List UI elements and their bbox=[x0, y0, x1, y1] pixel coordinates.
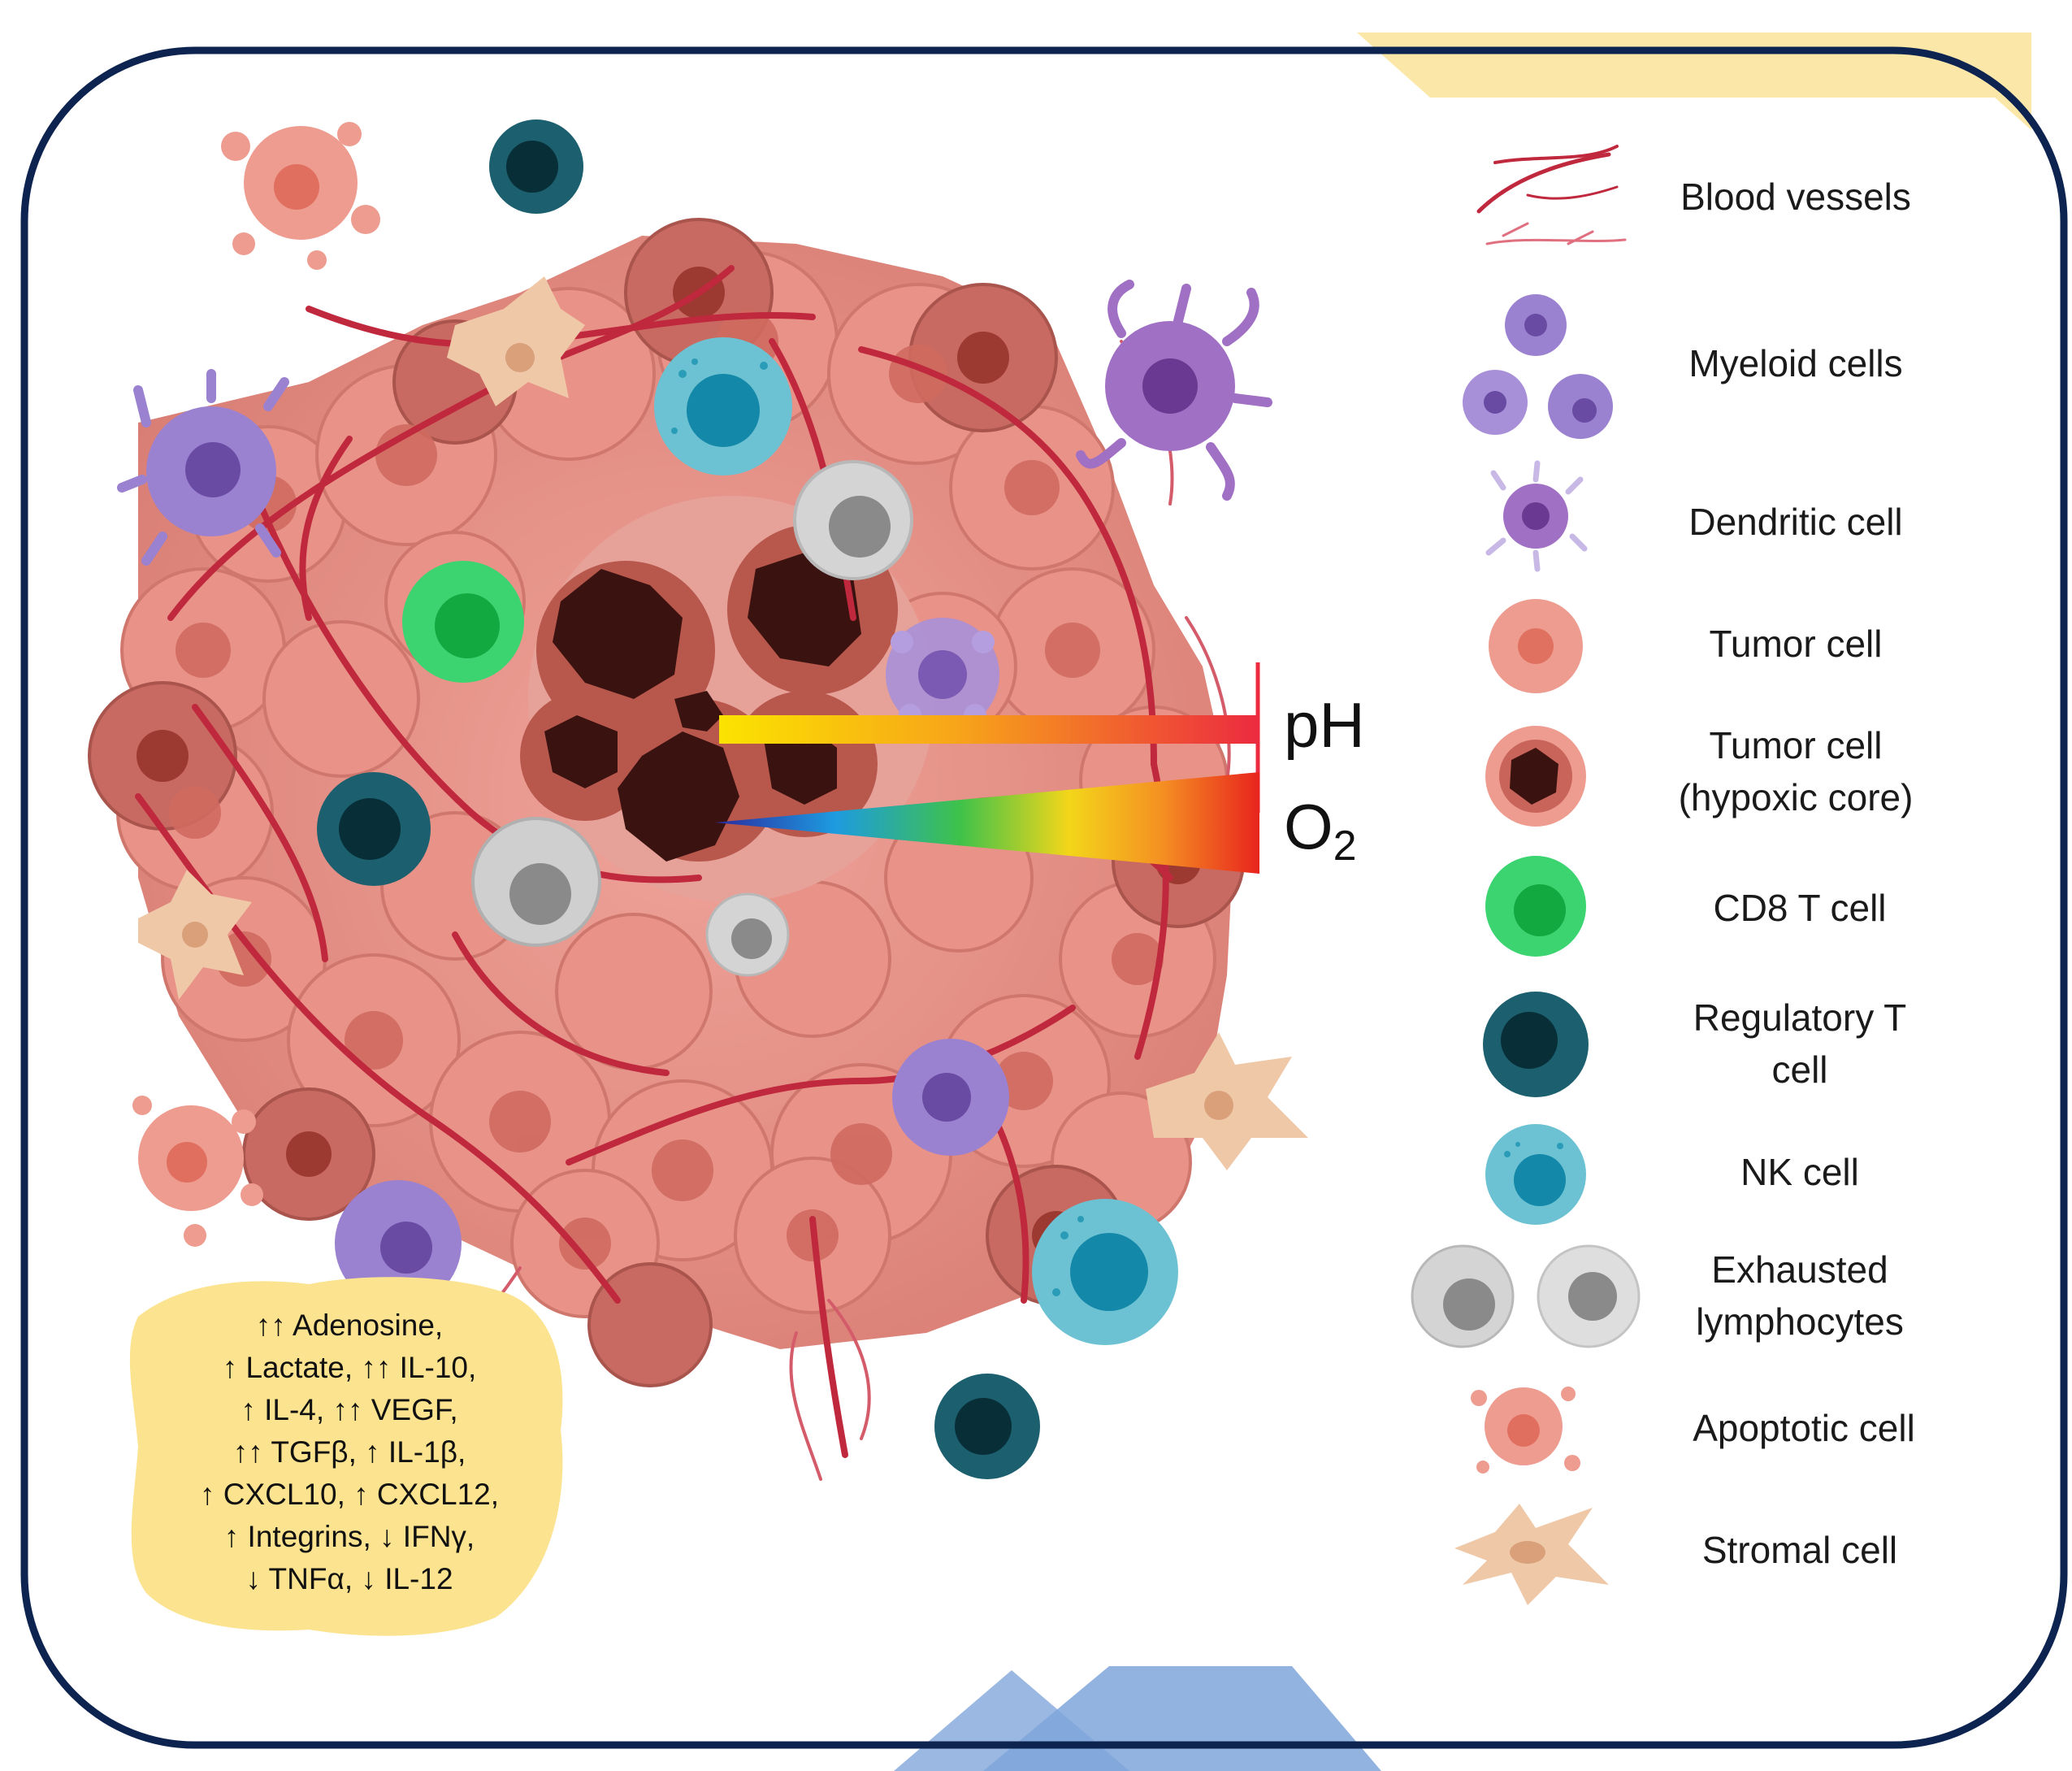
nk-cell-icon bbox=[1485, 1124, 1586, 1225]
tumor-cell-hypoxic-icon bbox=[1485, 726, 1586, 827]
legend-label-tumor-cell-hypoxic: Tumor cell (hypoxic core) bbox=[1678, 724, 1914, 818]
blood-vessels bbox=[135, 265, 1173, 1458]
exhausted-lymphocytes-icon bbox=[1411, 1244, 1641, 1348]
legend-label-stromal-cell: Stromal cell bbox=[1701, 1529, 1898, 1571]
myeloid-cell bbox=[117, 369, 289, 566]
corner-accent-top bbox=[1357, 33, 2031, 130]
exhausted-lymphocyte bbox=[793, 460, 913, 580]
stromal-cell bbox=[1146, 1032, 1308, 1170]
oxygen-gradient-wedge bbox=[715, 772, 1259, 874]
blood-vessels-icon bbox=[1476, 145, 1627, 245]
apoptotic-cell bbox=[221, 122, 380, 270]
factor-line: ↑ CXCL10, ↑ CXCL12, bbox=[199, 1478, 500, 1511]
diagram-frame bbox=[20, 46, 2068, 1749]
necrotic-core bbox=[520, 496, 934, 902]
myeloid-cell bbox=[886, 618, 999, 731]
cd8-t-cell bbox=[402, 561, 524, 683]
stromal-cell-icon bbox=[1454, 1504, 1609, 1605]
regulatory-t-cell-icon bbox=[1483, 992, 1589, 1097]
stromal-cell bbox=[447, 276, 585, 406]
tumor-cell-icon bbox=[1489, 599, 1583, 693]
legend-label-myeloid-cells: Myeloid cells bbox=[1688, 342, 1903, 384]
regulatory-t-cell bbox=[317, 772, 431, 886]
factor-line: ↑↑ Adenosine, bbox=[255, 1309, 444, 1342]
exhausted-lymphocyte bbox=[471, 817, 601, 947]
apoptotic-cell bbox=[132, 1096, 263, 1247]
exhausted-lymphocyte bbox=[705, 892, 790, 977]
factor-line: ↑ IL-4, ↑↑ VEGF, bbox=[241, 1393, 458, 1426]
nk-cell bbox=[1032, 1199, 1178, 1345]
myeloid-cells-icon bbox=[1463, 294, 1613, 439]
regulatory-t-cell bbox=[934, 1374, 1040, 1479]
regulatory-t-cell bbox=[489, 119, 583, 214]
dendritic-cell bbox=[1076, 280, 1272, 501]
legend-label-blood-vessels: Blood vessels bbox=[1680, 176, 1911, 218]
factor-line: ↑ Integrins, ↓ IFNγ, bbox=[223, 1520, 475, 1553]
legend-label-tumor-cell: Tumor cell bbox=[1709, 623, 1883, 665]
factor-line: ↑↑ TGFβ, ↑ IL-1β, bbox=[232, 1435, 466, 1469]
oxygen-label-main: O bbox=[1284, 791, 1333, 862]
legend-label-dendritic-cell: Dendritic cell bbox=[1688, 501, 1903, 543]
stromal-cell bbox=[138, 870, 252, 1000]
dendritic-cell-icon bbox=[1485, 460, 1588, 572]
legend-label-regulatory-t-cell: Regulatory T cell bbox=[1693, 996, 1907, 1091]
oxygen-label-subscript: 2 bbox=[1333, 823, 1357, 870]
legend-label-exhausted-lymphocytes: Exhausted lymphocytes bbox=[1696, 1248, 1904, 1343]
tumor-nuclei bbox=[169, 310, 1164, 1270]
myeloid-cell bbox=[335, 1180, 462, 1307]
cd8-t-cell-icon bbox=[1485, 856, 1586, 957]
legend-label-cd8-t-cell: CD8 T cell bbox=[1713, 887, 1887, 929]
factor-line: ↑ Lactate, ↑↑ IL-10, bbox=[222, 1351, 477, 1384]
legend-label-nk-cell: NK cell bbox=[1740, 1151, 1859, 1193]
oxygen-label: O2 bbox=[1284, 795, 1357, 867]
myeloid-cell bbox=[892, 1039, 1009, 1156]
factor-line: ↓ TNFα, ↓ IL-12 bbox=[245, 1562, 453, 1595]
nk-cell bbox=[654, 337, 792, 475]
ph-label: pH bbox=[1284, 689, 1365, 761]
factor-bubble bbox=[129, 1277, 563, 1636]
legend-label-apoptotic-cell: Apoptotic cell bbox=[1693, 1407, 1915, 1449]
factor-list: ↑↑ Adenosine, ↑ Lactate, ↑↑ IL-10, ↑ IL-… bbox=[146, 1304, 553, 1600]
apoptotic-cell-icon bbox=[1471, 1387, 1580, 1474]
